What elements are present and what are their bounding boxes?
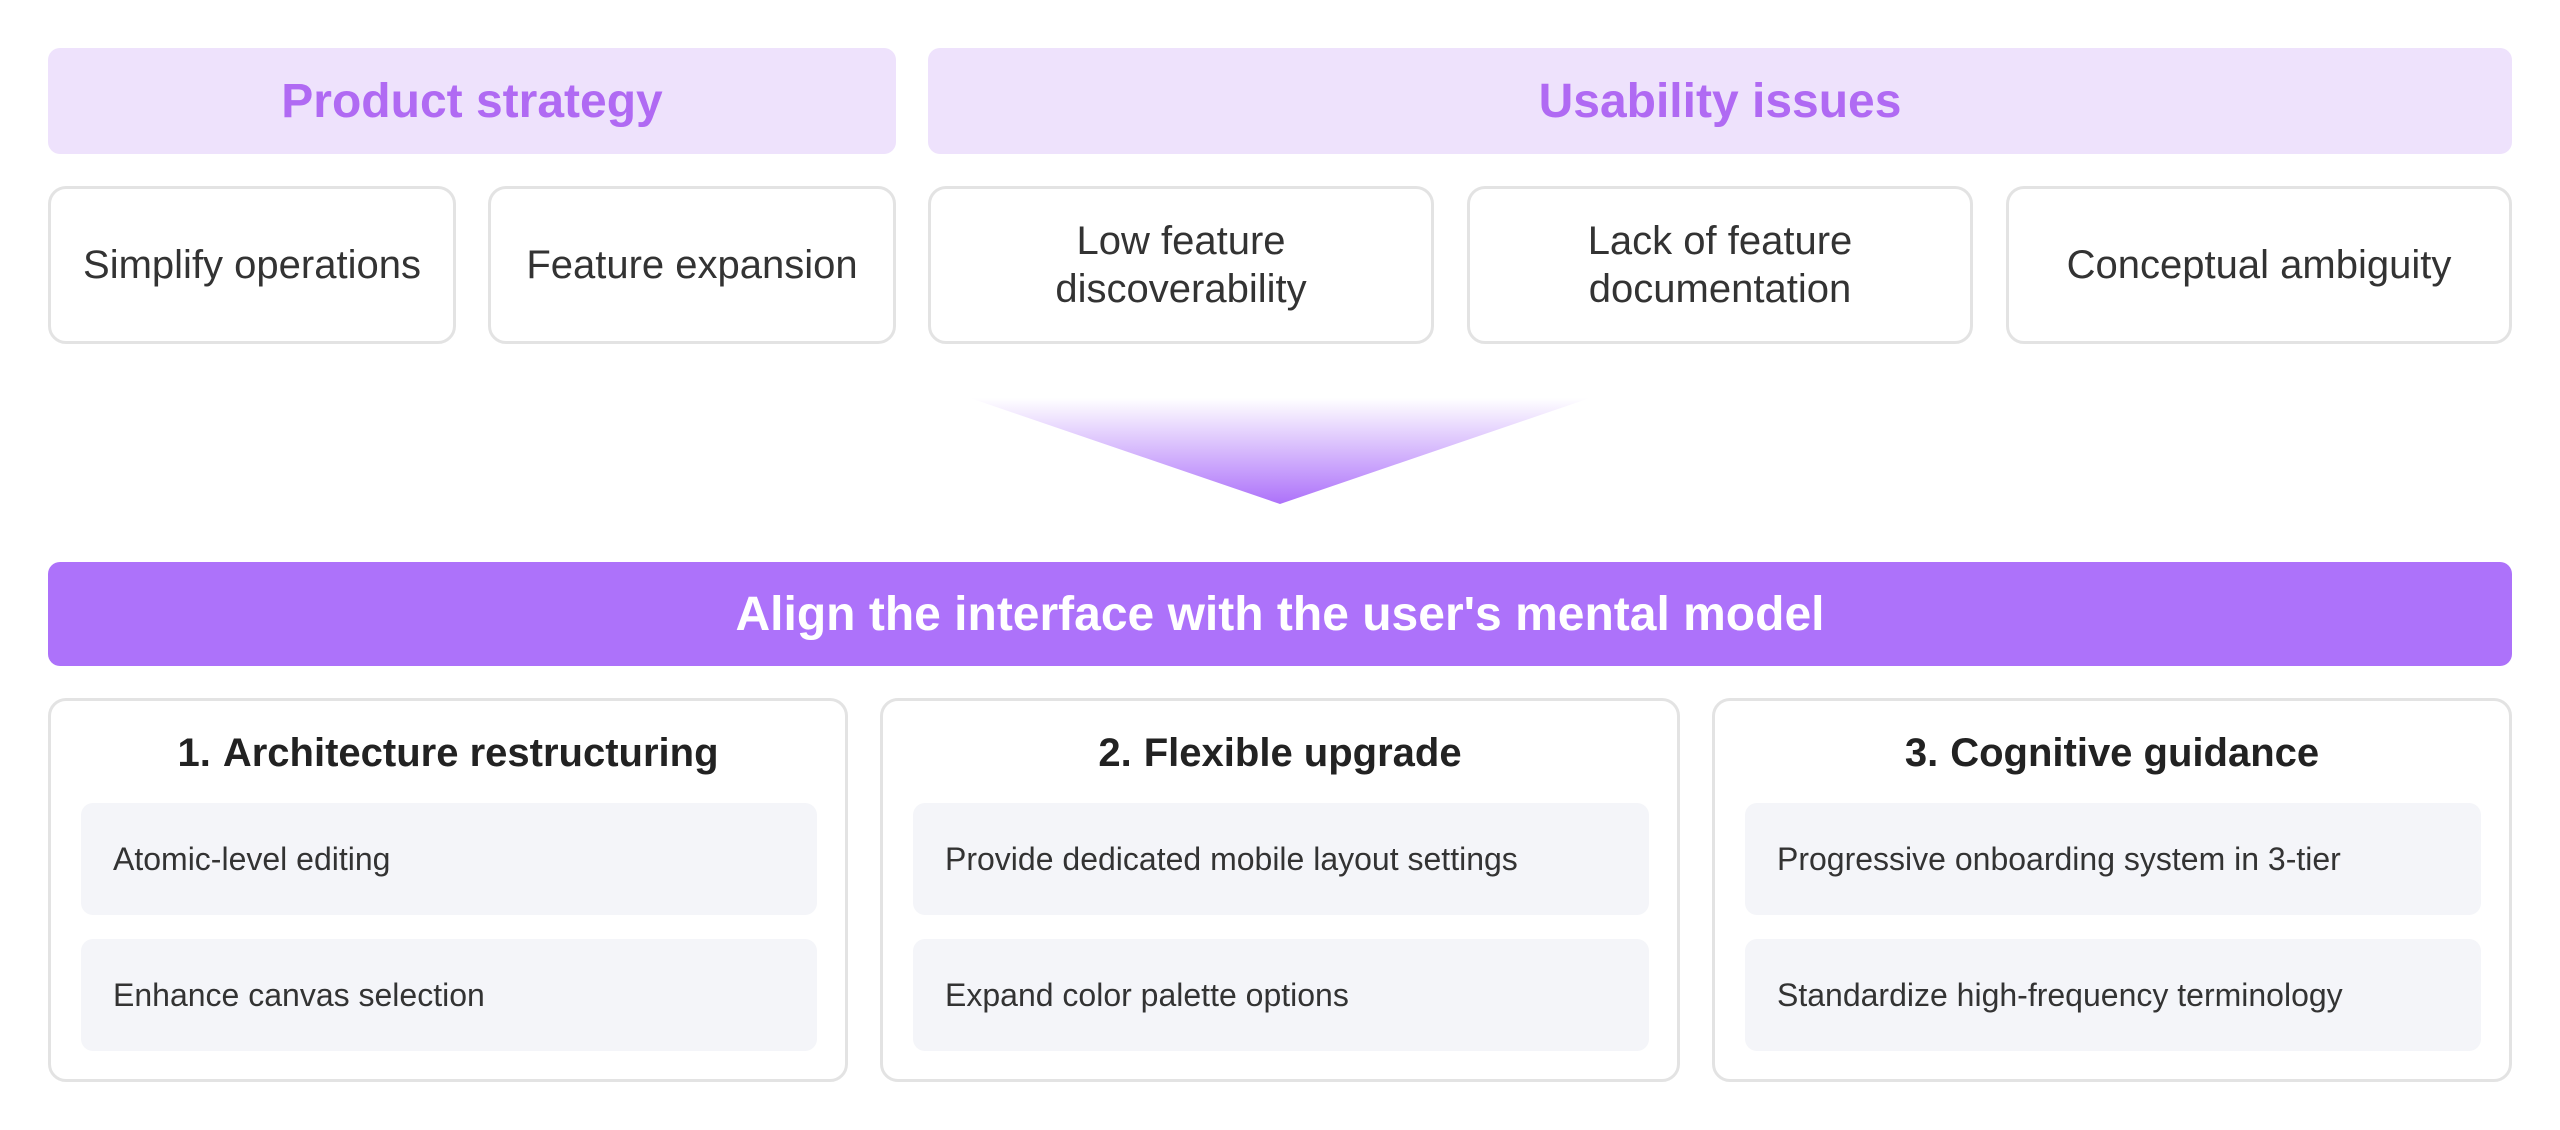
banner-title: Align the interface with the user's ment… [735, 587, 1825, 641]
funnel-arrow-icon [970, 398, 1590, 504]
usability-issues-title: Usability issues [1538, 74, 1902, 128]
step-item-label: Enhance canvas selection [113, 976, 485, 1013]
step-number: 3. [1904, 731, 1939, 775]
step-item-label: Standardize high-frequency terminology [1777, 976, 2343, 1013]
step-card-flexible-upgrade: 2.Flexible upgrade Provide dedicated mob… [880, 698, 1680, 1082]
step-item: Expand color palette options [913, 939, 1649, 1051]
item-label: Simplify operations [83, 243, 421, 287]
step-item: Progressive onboarding system in 3-tier [1745, 803, 2481, 915]
step-item-label: Atomic-level editing [113, 840, 391, 877]
item-label: Conceptual ambiguity [2066, 243, 2452, 287]
step-title-text: Flexible upgrade [1143, 731, 1462, 775]
strategy-item-feature-expansion: Feature expansion [488, 186, 896, 344]
step-title-text: Cognitive guidance [1950, 731, 2320, 775]
step-title: 2.Flexible upgrade [883, 731, 1677, 776]
step-item: Atomic-level editing [81, 803, 817, 915]
step-number: 1. [177, 731, 211, 775]
step-item: Provide dedicated mobile layout settings [913, 803, 1649, 915]
step-item-label: Expand color palette options [945, 976, 1349, 1013]
issue-item-lack-of-documentation: Lack of feature documentation [1467, 186, 1973, 344]
step-card-architecture: 1.Architecture restructuring Atomic-leve… [48, 698, 848, 1082]
item-label: Lack of feature documentation [1587, 219, 1853, 311]
product-strategy-title: Product strategy [281, 74, 663, 128]
step-item: Enhance canvas selection [81, 939, 817, 1051]
strategy-item-simplify-operations: Simplify operations [48, 186, 456, 344]
step-item: Standardize high-frequency terminology [1745, 939, 2481, 1051]
step-number: 2. [1098, 731, 1132, 775]
step-card-cognitive-guidance: 3.Cognitive guidance Progressive onboard… [1712, 698, 2512, 1082]
step-title: 1.Architecture restructuring [51, 731, 845, 776]
usability-issues-header: Usability issues [928, 48, 2512, 154]
step-item-label: Provide dedicated mobile layout settings [945, 840, 1518, 877]
item-label: Low feature discoverability [1055, 219, 1307, 311]
issue-item-low-discoverability: Low feature discoverability [928, 186, 1434, 344]
step-title-text: Architecture restructuring [222, 731, 719, 775]
step-item-label: Progressive onboarding system in 3-tier [1777, 840, 2341, 877]
product-strategy-header: Product strategy [48, 48, 896, 154]
mental-model-banner: Align the interface with the user's ment… [48, 562, 2512, 666]
step-title: 3.Cognitive guidance [1715, 731, 2509, 776]
item-label: Feature expansion [526, 243, 858, 287]
issue-item-conceptual-ambiguity: Conceptual ambiguity [2006, 186, 2512, 344]
